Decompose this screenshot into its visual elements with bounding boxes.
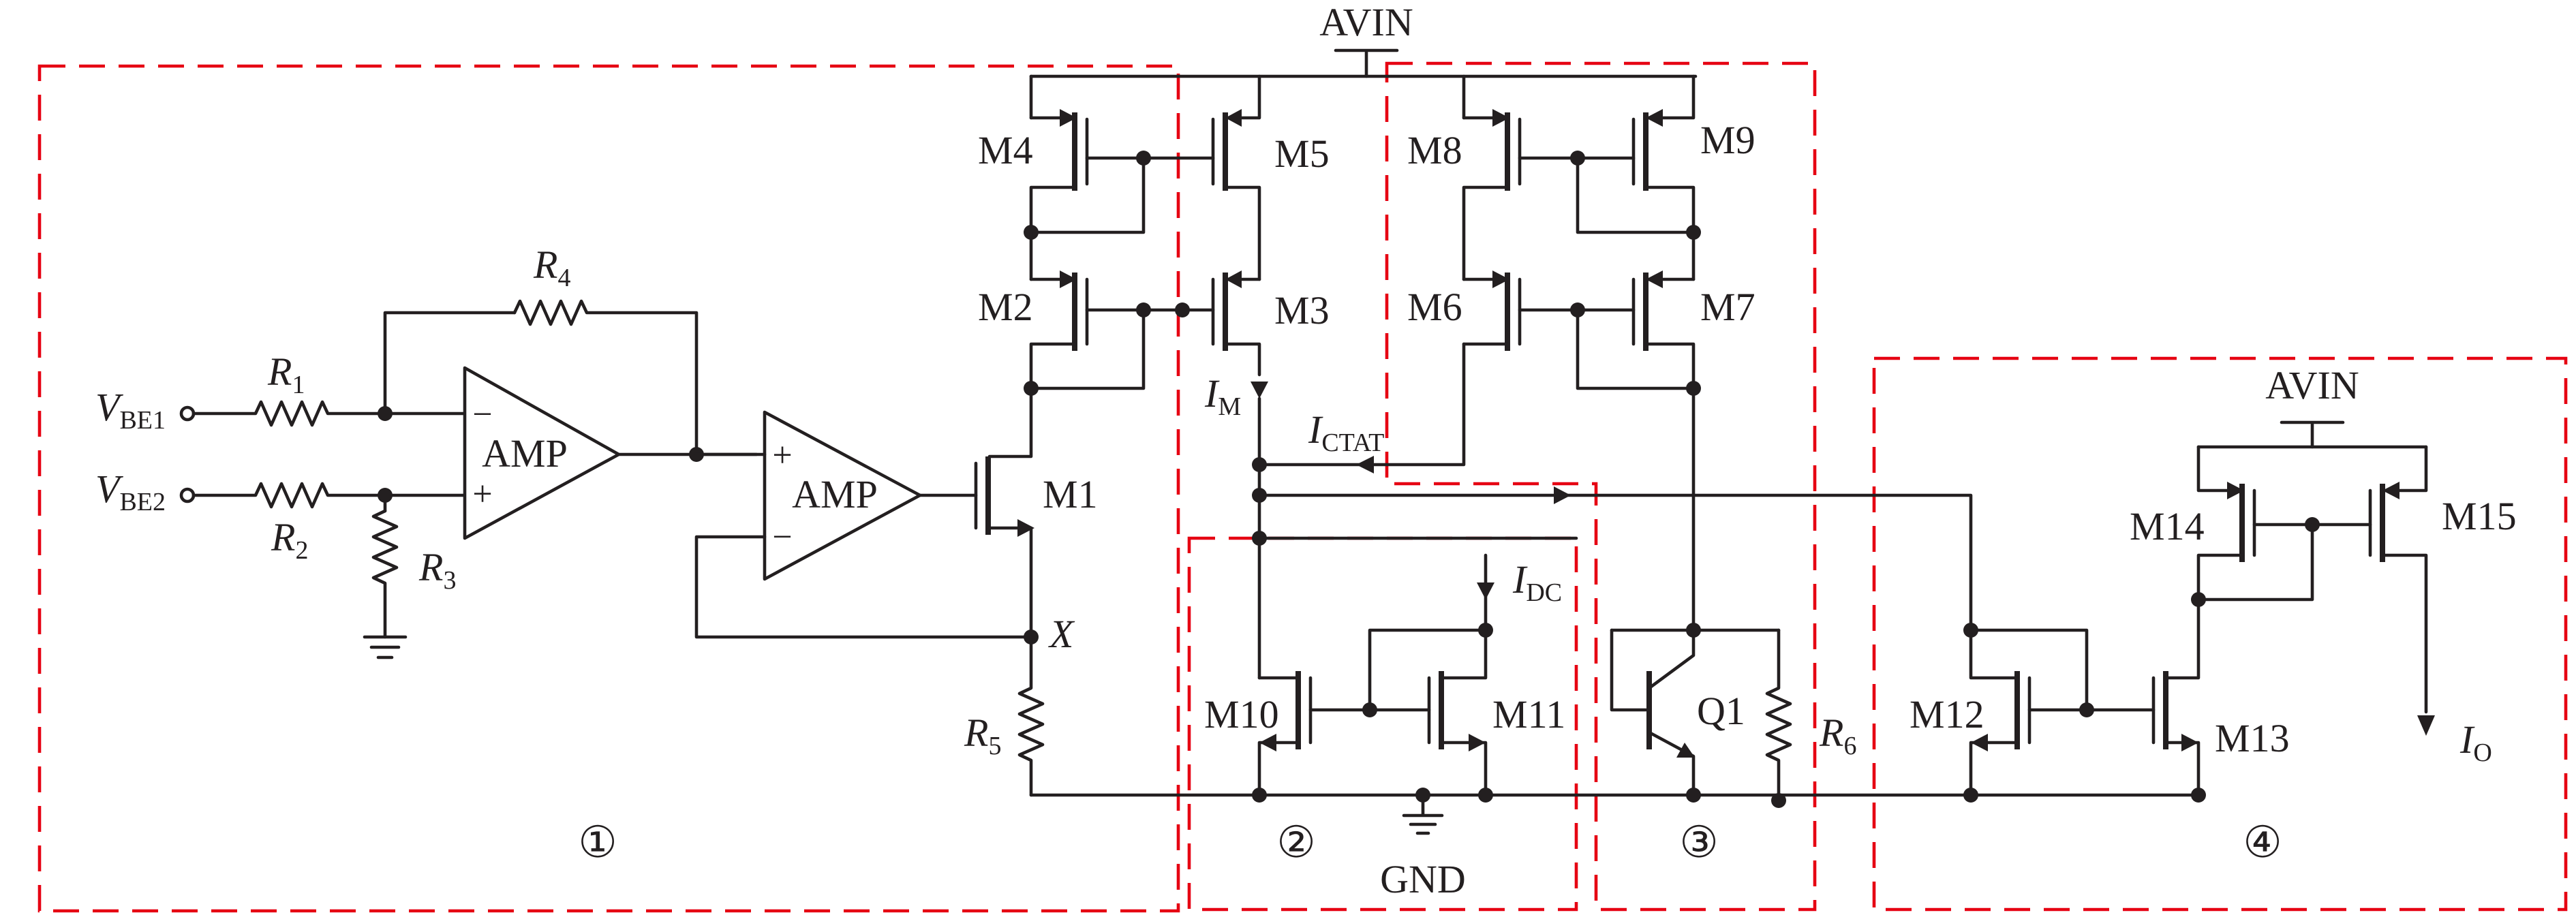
vbe1-terminal[interactable]: [179, 405, 196, 422]
r1-label: R1: [267, 349, 305, 399]
m2-label: M2: [978, 285, 1033, 329]
r3-label: R3: [418, 545, 456, 595]
region-1-label: ①: [578, 818, 617, 867]
amp2-minus: −: [772, 518, 792, 557]
r4-label: R4: [533, 243, 570, 292]
amp-2: [694, 410, 1033, 639]
q1-bjt: [1610, 623, 1781, 803]
m2-m3-mirror: [1024, 230, 1268, 680]
labels: AVIN AVIN GND VBE1 VBE2 R1 R2 R3 R4 R5 R…: [95, 0, 2517, 901]
r3-resistor: [371, 509, 399, 639]
vbe2-terminal[interactable]: [179, 487, 196, 503]
region-3-box: [1385, 61, 1817, 912]
m4-m5-mirror: [1024, 74, 1261, 281]
m9-label: M9: [1700, 118, 1755, 162]
region-boxes: [37, 61, 2568, 913]
m1-label: M1: [1043, 472, 1098, 516]
r6-resistor: [1765, 628, 1792, 797]
region-2-box: [1187, 536, 1578, 912]
m12-label: M12: [1910, 692, 1984, 736]
m1-transistor: [974, 386, 1039, 644]
r4-resistor: [512, 299, 699, 456]
m13-label: M13: [2215, 716, 2290, 760]
io-label: IO: [2459, 717, 2492, 767]
region-1-box: [37, 64, 1180, 913]
amp1-plus: +: [472, 475, 492, 514]
m7-label: M7: [1700, 285, 1755, 329]
amp2-label: AMP: [792, 472, 878, 516]
r2-resistor: [191, 482, 465, 509]
m14-m15-mirror: [2191, 445, 2435, 736]
region-2-label: ②: [1276, 818, 1315, 867]
q1-label: Q1: [1697, 689, 1745, 733]
r6-label: R6: [1819, 711, 1856, 760]
r1-resistor: [191, 400, 465, 427]
m12-m13-mirror: [1963, 597, 2206, 803]
r5-label: R5: [964, 711, 1001, 760]
amp1-label: AMP: [482, 431, 568, 476]
im-label: IM: [1204, 371, 1241, 421]
m14-label: M14: [2130, 504, 2205, 548]
m4-label: M4: [978, 128, 1033, 172]
vbe1-label: VBE1: [95, 385, 166, 435]
m8-m9-mirror: [1462, 74, 1701, 281]
amp1-minus: −: [472, 395, 492, 434]
m15-label: M15: [2442, 494, 2517, 538]
m11-label: M11: [1492, 692, 1565, 736]
m10-m11-mirror: [1252, 553, 1494, 803]
m8-label: M8: [1407, 128, 1462, 172]
m6-label: M6: [1407, 285, 1462, 329]
supply-rails: [1029, 48, 2428, 835]
gnd-label: GND: [1380, 857, 1466, 901]
m3-label: M3: [1274, 288, 1330, 332]
avin-right-label: AVIN: [2265, 363, 2359, 407]
avin-top-label: AVIN: [1319, 0, 1413, 44]
ictat-label: ICTAT: [1308, 407, 1384, 457]
m6-m7-mirror: [1462, 270, 1701, 632]
region-4-box: [1872, 356, 2568, 912]
r5-resistor: [1017, 635, 1045, 797]
input-network: [179, 299, 699, 659]
node-x-label: X: [1048, 612, 1075, 656]
idc-label: IDC: [1512, 557, 1562, 607]
vbe2-label: VBE2: [95, 467, 166, 516]
r2-label: R2: [271, 515, 308, 565]
amp2-plus: +: [772, 436, 792, 475]
region-4-label: ④: [2243, 818, 2282, 867]
m5-label: M5: [1274, 131, 1330, 176]
m10-label: M10: [1204, 692, 1279, 736]
region-3-label: ③: [1679, 818, 1718, 867]
